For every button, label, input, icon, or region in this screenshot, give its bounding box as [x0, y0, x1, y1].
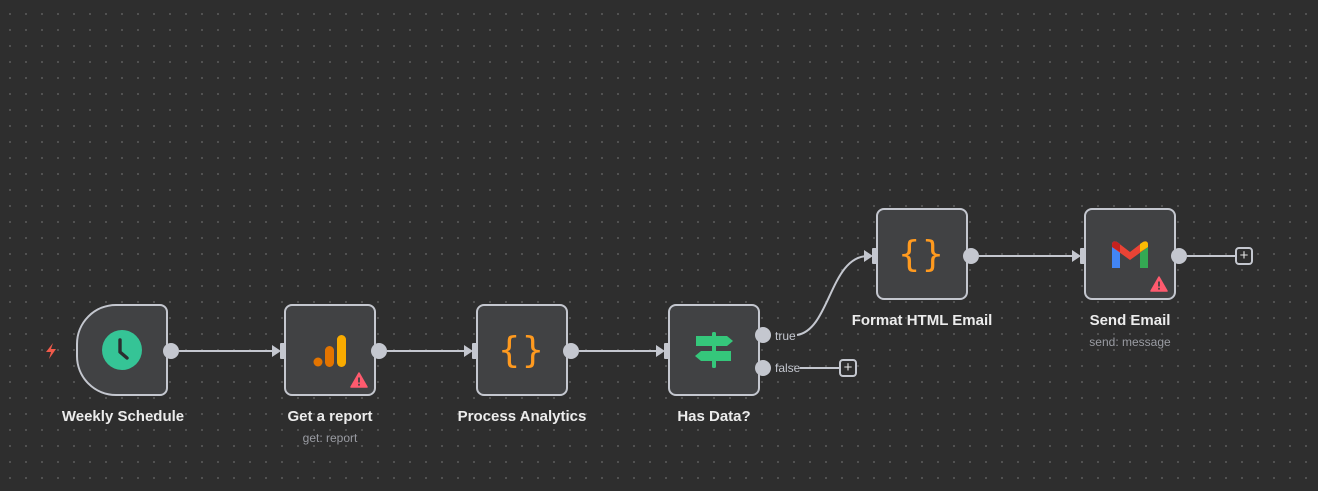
- input-arrow-format-html-email: [864, 250, 873, 262]
- input-arrow-process-analytics: [464, 345, 473, 357]
- trigger-bolt-icon: [46, 343, 56, 359]
- output-handle-get-a-report[interactable]: [371, 343, 387, 359]
- node-send-email[interactable]: [1084, 208, 1176, 300]
- input-handle-format-html-email[interactable]: [872, 248, 879, 264]
- output-handle-send-email[interactable]: [1171, 248, 1187, 264]
- output-handle-process-analytics[interactable]: [563, 343, 579, 359]
- output-handle-has-data-true[interactable]: [755, 327, 771, 343]
- node-format-html-email[interactable]: {}: [876, 208, 968, 300]
- node-label-get-a-report: Get a report: [287, 408, 373, 425]
- warning-icon[interactable]: [1150, 276, 1168, 292]
- clock-icon: [102, 330, 142, 370]
- code-braces-icon: {}: [898, 233, 946, 275]
- node-subtitle-get-a-report: get: report: [302, 431, 358, 445]
- node-label-has-data: Has Data?: [677, 408, 751, 425]
- output-handle-weekly-schedule[interactable]: [163, 343, 179, 359]
- gmail-icon: [1112, 241, 1148, 268]
- add-node-button-send-email[interactable]: +: [1235, 247, 1253, 265]
- node-label-weekly-schedule: Weekly Schedule: [61, 408, 185, 425]
- node-label-process-analytics: Process Analytics: [457, 408, 587, 425]
- add-node-button-has-data-false[interactable]: +: [839, 359, 857, 377]
- code-braces-icon: {}: [498, 329, 546, 371]
- input-handle-process-analytics[interactable]: [472, 343, 479, 359]
- output-handle-format-html-email[interactable]: [963, 248, 979, 264]
- node-label-send-email: Send Email: [1089, 312, 1171, 329]
- input-handle-send-email[interactable]: [1080, 248, 1087, 264]
- output-handle-has-data-false[interactable]: [755, 360, 771, 376]
- input-arrow-has-data: [656, 345, 665, 357]
- google-analytics-icon: [313, 335, 346, 367]
- node-subtitle-send-email: send: message: [1089, 335, 1171, 349]
- node-has-data[interactable]: [668, 304, 760, 396]
- input-arrow-send-email: [1072, 250, 1081, 262]
- warning-icon[interactable]: [350, 372, 368, 388]
- node-get-a-report[interactable]: [284, 304, 376, 396]
- signpost-icon: [695, 332, 733, 368]
- node-label-format-html-email: Format HTML Email: [851, 312, 993, 329]
- input-handle-get-a-report[interactable]: [280, 343, 287, 359]
- input-handle-has-data[interactable]: [664, 343, 671, 359]
- branch-label-false: false: [775, 361, 801, 375]
- node-weekly-schedule[interactable]: [76, 304, 168, 396]
- node-process-analytics[interactable]: {}: [476, 304, 568, 396]
- input-arrow-get-a-report: [272, 345, 281, 357]
- branch-label-true: true: [775, 329, 796, 343]
